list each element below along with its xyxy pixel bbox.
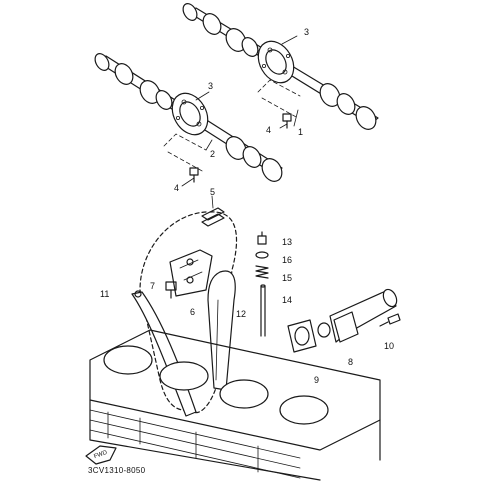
- camshaft-upper: [182, 3, 379, 130]
- part-number-6: 6: [190, 307, 196, 317]
- drawing-code: 3CV1310-8050: [88, 466, 146, 475]
- part-number-14: 14: [282, 295, 293, 305]
- cam-chain-tensioner: [317, 288, 398, 343]
- part-number-3-lower: 3: [208, 81, 214, 91]
- front-arrow: [85, 445, 117, 465]
- chain-guide-front: [207, 270, 236, 391]
- part-number-15: 15: [282, 273, 293, 283]
- part-number-4-upper: 4: [266, 125, 272, 135]
- part-number-7: 7: [150, 281, 156, 291]
- cylinder-block: [89, 329, 381, 481]
- part-number-8: 8: [348, 357, 354, 367]
- part-number-11: 11: [100, 289, 110, 299]
- tensioner-rod: [260, 284, 266, 337]
- tensioner-bolt: [379, 313, 401, 327]
- camshaft-lower: [94, 53, 283, 182]
- part-number-2: 2: [210, 149, 216, 159]
- tensioner-cap-bolt: [257, 231, 267, 245]
- part-number-13: 13: [282, 237, 293, 247]
- part-number-1: 1: [298, 127, 304, 137]
- tensioner-washer: [255, 251, 269, 259]
- part-number-16: 16: [282, 255, 293, 265]
- tensioner-spring: [255, 265, 269, 279]
- chain-guide-top: [201, 195, 225, 227]
- cam-chain: [139, 211, 238, 414]
- part-number-10: 10: [384, 341, 395, 351]
- guide-bolt: [165, 281, 177, 299]
- sprocket-bolt-lower: [181, 167, 199, 187]
- part-number-3-upper: 3: [304, 27, 310, 37]
- sprocket-bolt-upper: [279, 113, 292, 129]
- tensioner-gasket: [287, 319, 317, 353]
- part-number-9: 9: [314, 375, 320, 385]
- part-number-12: 12: [236, 309, 247, 319]
- part-number-5: 5: [210, 187, 216, 197]
- part-number-4-lower: 4: [174, 183, 180, 193]
